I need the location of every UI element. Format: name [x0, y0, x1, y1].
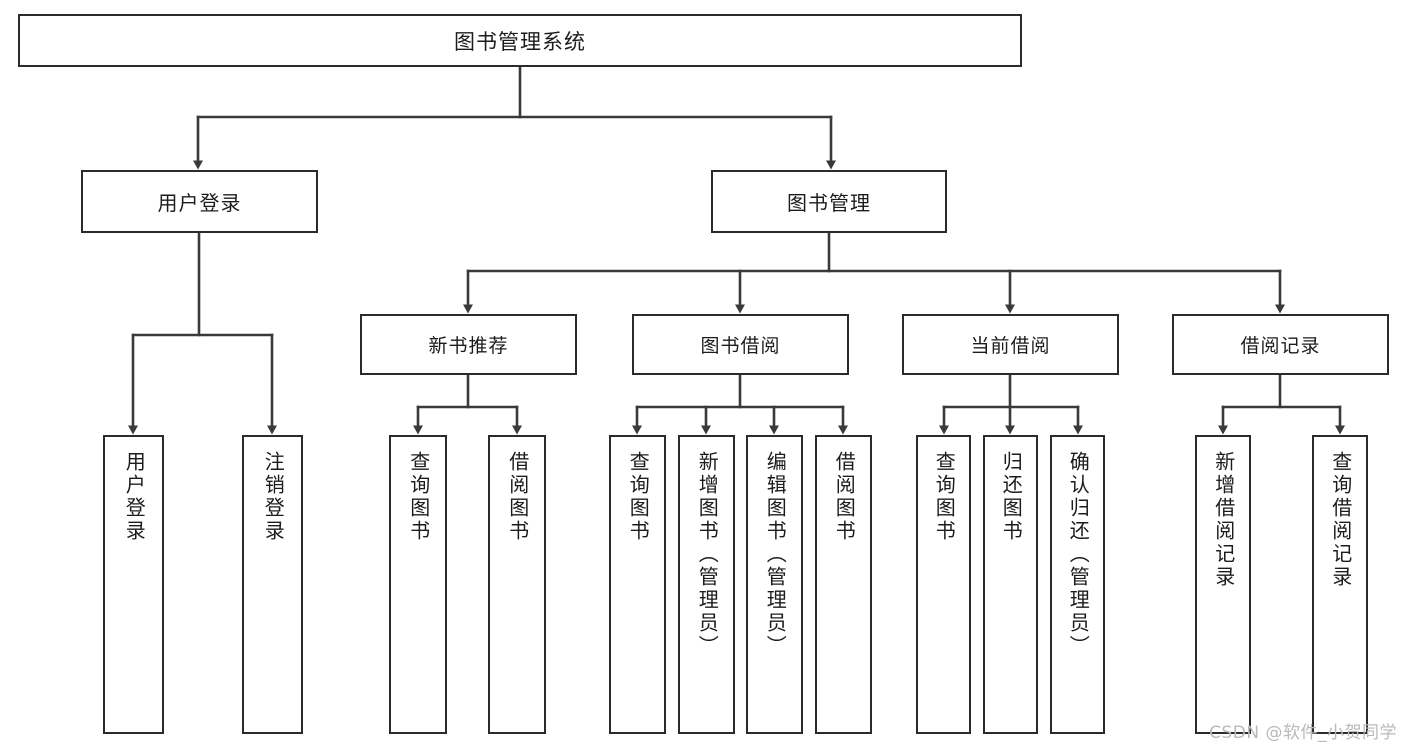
node-leaf-return-book[interactable]: 归还图书 — [983, 435, 1038, 734]
node-user-login-label: 用户登录 — [157, 191, 242, 215]
node-leaf-query-book-3[interactable]: 查询图书 — [916, 435, 971, 734]
node-leaf-borrow-book-2[interactable]: 借阅图书 — [815, 435, 872, 734]
node-leaf-query-book-1[interactable]: 查询图书 — [389, 435, 447, 734]
node-borrow-record[interactable]: 借阅记录 — [1172, 314, 1389, 375]
node-leaf-borrow-book-1-label: 借阅图书 — [505, 451, 530, 543]
node-root-label: 图书管理系统 — [454, 29, 586, 54]
node-book-borrow[interactable]: 图书借阅 — [632, 314, 849, 375]
node-leaf-logout[interactable]: 注销登录 — [242, 435, 303, 734]
node-leaf-borrow-book-1[interactable]: 借阅图书 — [488, 435, 546, 734]
node-leaf-query-book-2[interactable]: 查询图书 — [609, 435, 666, 734]
node-book-management-label: 图书管理 — [787, 191, 871, 215]
node-leaf-edit-book[interactable]: 编辑图书（管理员） — [746, 435, 803, 734]
node-new-book-recommend-label: 新书推荐 — [428, 335, 509, 357]
node-leaf-logout-label: 注销登录 — [261, 451, 286, 543]
node-leaf-add-record[interactable]: 新增借阅记录 — [1195, 435, 1251, 734]
node-leaf-add-book-label: 新增图书（管理员） — [695, 451, 720, 658]
node-borrow-record-label: 借阅记录 — [1240, 335, 1321, 357]
node-leaf-return-book-label: 归还图书 — [999, 451, 1024, 543]
node-leaf-edit-book-label: 编辑图书（管理员） — [763, 451, 788, 658]
node-leaf-add-book[interactable]: 新增图书（管理员） — [678, 435, 735, 734]
node-book-borrow-label: 图书借阅 — [700, 335, 781, 357]
node-root[interactable]: 图书管理系统 — [18, 14, 1022, 67]
node-leaf-query-record-label: 查询借阅记录 — [1328, 451, 1353, 589]
node-leaf-confirm-return-label: 确认归还（管理员） — [1066, 451, 1091, 658]
node-leaf-query-book-2-label: 查询图书 — [626, 451, 651, 543]
node-user-login[interactable]: 用户登录 — [81, 170, 318, 233]
node-new-book-recommend[interactable]: 新书推荐 — [360, 314, 577, 375]
node-book-management[interactable]: 图书管理 — [711, 170, 947, 233]
node-current-borrow[interactable]: 当前借阅 — [902, 314, 1119, 375]
node-leaf-query-record[interactable]: 查询借阅记录 — [1312, 435, 1368, 734]
node-leaf-user-login-label: 用户登录 — [122, 451, 147, 543]
node-current-borrow-label: 当前借阅 — [970, 335, 1051, 357]
node-leaf-query-book-1-label: 查询图书 — [406, 451, 431, 543]
watermark: CSDN @软件_小贺同学 — [1209, 723, 1397, 743]
node-leaf-query-book-3-label: 查询图书 — [932, 451, 957, 543]
node-leaf-add-record-label: 新增借阅记录 — [1211, 451, 1236, 589]
node-leaf-confirm-return[interactable]: 确认归还（管理员） — [1050, 435, 1105, 734]
node-leaf-user-login[interactable]: 用户登录 — [103, 435, 164, 734]
node-leaf-borrow-book-2-label: 借阅图书 — [832, 451, 857, 543]
